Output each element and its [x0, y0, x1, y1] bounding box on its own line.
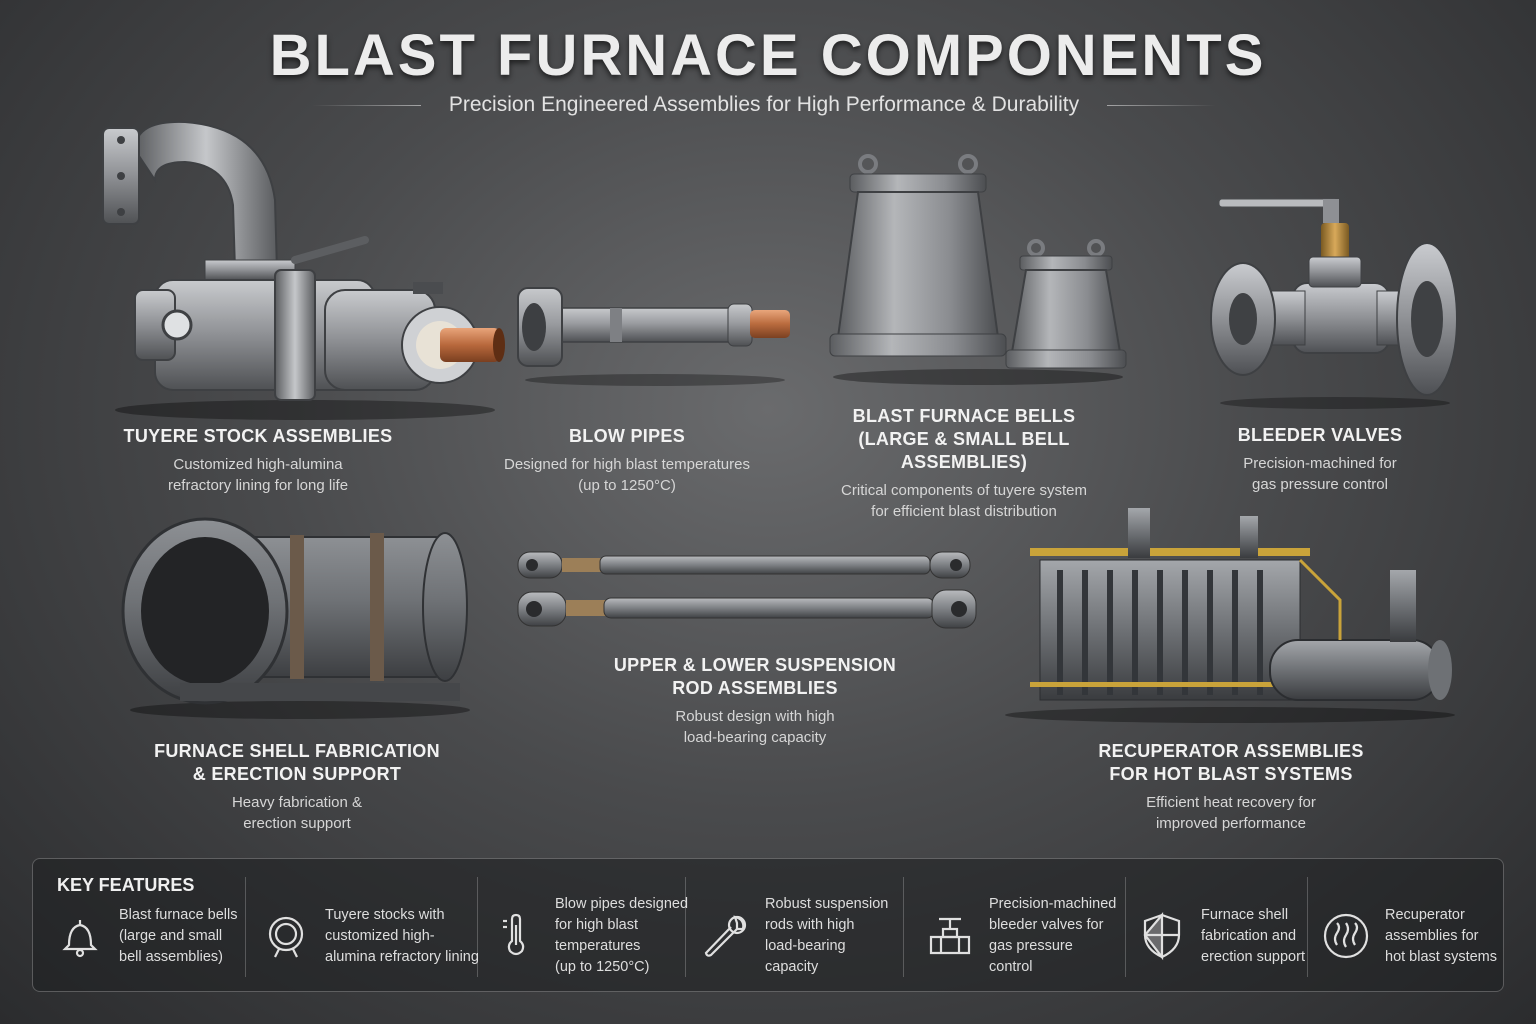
bell-icon	[62, 920, 98, 958]
component-desc: Heavy fabrication & erection support	[231, 794, 363, 832]
feature-divider	[477, 877, 478, 977]
feature-divider	[903, 877, 904, 977]
feature-item-blow-pipes: Blow pipes designed for high blast tempe…	[491, 889, 691, 983]
bleeder-valve-image	[1210, 198, 1458, 409]
suspension-rods-image	[517, 551, 977, 629]
recuperator-image	[1005, 508, 1455, 723]
component-name: RECUPERATOR ASSEMBLIES FOR HOT BLAST SYS…	[1098, 741, 1364, 784]
feature-item-furnace-shell: Furnace shell fabrication and erection s…	[1137, 889, 1337, 983]
key-features-title: KEY FEATURES	[57, 875, 195, 895]
furnace-shell-image	[121, 517, 470, 719]
shield-icon	[1143, 912, 1181, 961]
component-name: UPPER & LOWER SUSPENSION ROD ASSEMBLIES	[613, 655, 897, 698]
component-recuperator: RECUPERATOR ASSEMBLIES FOR HOT BLAST SYS…	[1081, 740, 1381, 834]
component-name: BLAST FURNACE BELLS (LARGE & SMALL BELL …	[852, 406, 1076, 472]
component-desc: Customized high-alumina refractory linin…	[167, 456, 349, 494]
feature-item-recuperator: Recuperator assemblies for hot blast sys…	[1321, 889, 1501, 983]
component-blow-pipes: BLOW PIPES Designed for high blast tempe…	[487, 425, 767, 496]
component-name: TUYERE STOCK ASSEMBLIES	[123, 426, 393, 446]
component-name: BLEEDER VALVES	[1237, 425, 1403, 445]
feature-divider	[685, 877, 686, 977]
component-desc: Efficient heat recovery for improved per…	[1146, 794, 1316, 832]
component-furnace-bells: BLAST FURNACE BELLS (LARGE & SMALL BELL …	[794, 405, 1134, 522]
feature-item-bleeder-valves: Precision-machined bleeder valves for ga…	[925, 889, 1125, 983]
key-features-panel: KEY FEATURES Blast furnace bells (large …	[32, 858, 1504, 992]
feature-divider	[245, 877, 246, 977]
subtitle-rule-right	[1107, 104, 1217, 106]
page-title: BLAST FURNACE COMPONENTS	[269, 23, 1267, 88]
component-desc: Designed for high blast temperatures (up…	[504, 456, 750, 494]
component-tuyere-stock: TUYERE STOCK ASSEMBLIES Customized high-…	[108, 425, 408, 496]
feature-item-bells: Blast furnace bells (large and small bel…	[55, 889, 255, 983]
furnace-bells-image	[829, 154, 1127, 385]
subtitle-rule-left	[312, 104, 421, 106]
component-desc: Robust design with high load-bearing cap…	[675, 708, 835, 746]
component-desc: Precision-machined for gas pressure cont…	[1243, 455, 1397, 493]
component-suspension-rods: UPPER & LOWER SUSPENSION ROD ASSEMBLIES …	[585, 654, 925, 748]
ring-icon	[268, 916, 304, 958]
tuyere-stock-image	[102, 120, 505, 420]
component-desc: Critical components of tuyere system for…	[841, 482, 1087, 520]
wrench-icon	[704, 915, 747, 957]
heat-icon	[1323, 913, 1369, 959]
feature-item-tuyere: Tuyere stocks with customized high- alum…	[261, 889, 481, 983]
component-name: FURNACE SHELL FABRICATION & ERECTION SUP…	[154, 741, 440, 784]
thermometer-icon	[503, 913, 525, 956]
component-furnace-shell: FURNACE SHELL FABRICATION & ERECTION SUP…	[137, 740, 457, 834]
valve-icon	[929, 917, 971, 955]
page-subtitle: Precision Engineered Assemblies for High…	[448, 93, 1080, 116]
component-name: BLOW PIPES	[568, 426, 685, 446]
feature-divider	[1125, 877, 1126, 977]
feature-item-suspension-rods: Robust suspension rods with high load-be…	[701, 889, 901, 983]
component-bleeder-valves: BLEEDER VALVES Precision-machined for ga…	[1190, 424, 1450, 495]
blow-pipe-image	[517, 287, 790, 386]
subtitle-row: Precision Engineered Assemblies for High…	[312, 90, 1217, 120]
feature-divider	[1307, 877, 1308, 977]
